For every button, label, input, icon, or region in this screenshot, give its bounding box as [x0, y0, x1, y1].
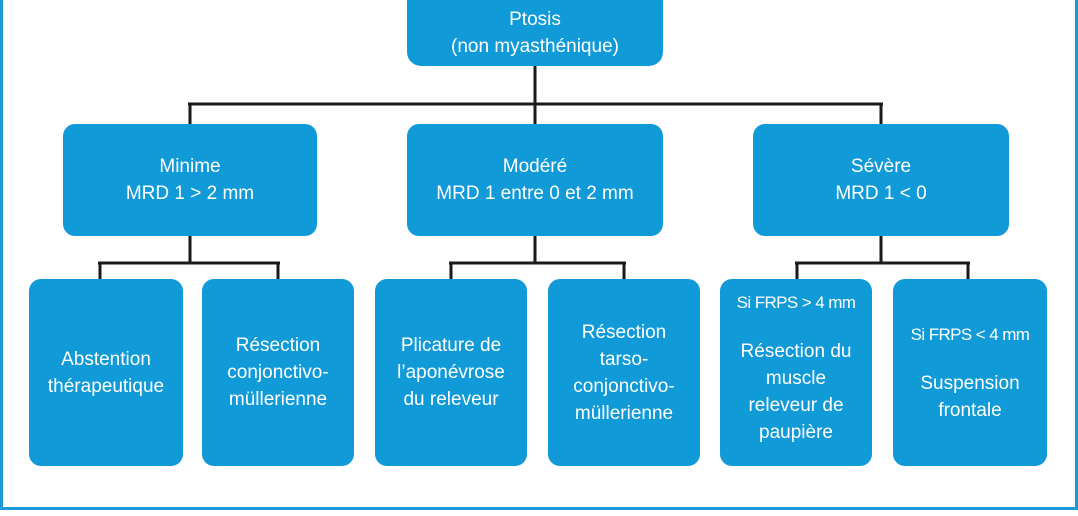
leaf-plicature-line: l’aponévrose — [397, 362, 505, 383]
node-modere: Modéré MRD 1 entre 0 et 2 mm — [407, 124, 663, 236]
leaf-resection-tcm-line: Résection — [581, 321, 667, 343]
leaf-abstention: Abstention thérapeutique — [29, 279, 183, 466]
leaf-resection-cm-line: müllerienne — [228, 389, 328, 410]
leaf-suspension-line: frontale — [938, 400, 1002, 421]
leaf-suspension-frontale: Si FRPS < 4 mm Suspension frontale — [893, 279, 1047, 466]
leaf-suspension-condition: Si FRPS < 4 mm — [910, 325, 1030, 344]
leaf-releveur-line: Résection du — [740, 341, 852, 362]
node-severe-criterion: MRD 1 < 0 — [835, 183, 927, 204]
leaf-abstention-line: Abstention — [61, 348, 151, 370]
leaf-resection-conjonctivo-mullerienne: Résection conjonctivo- müllerienne — [202, 279, 354, 466]
leaf-plicature-line: Plicature de — [400, 335, 502, 356]
node-minime-label: Minime — [159, 156, 221, 177]
leaf-releveur-line: paupière — [759, 422, 833, 443]
node-minime-criterion: MRD 1 > 2 mm — [125, 183, 255, 204]
leaf-suspension-line: Suspension — [920, 373, 1020, 394]
leaf-resection-releveur: Si FRPS > 4 mm Résection du muscle relev… — [720, 279, 872, 466]
leaf-resection-tarso-conjonctivo-mullerienne: Résection tarso- conjonctivo- müllerienn… — [548, 279, 700, 466]
node-severe: Sévère MRD 1 < 0 — [753, 124, 1009, 236]
node-minime: Minime MRD 1 > 2 mm — [63, 124, 317, 236]
node-severe-label: Sévère — [850, 156, 912, 177]
root-title: Ptosis — [509, 9, 561, 30]
node-modere-label: Modéré — [502, 156, 568, 177]
leaf-plicature: Plicature de l’aponévrose du releveur — [375, 279, 527, 466]
leaf-releveur-line: muscle — [765, 368, 827, 389]
leaf-releveur-line: releveur de — [748, 395, 844, 416]
leaf-plicature-line: du releveur — [403, 389, 499, 410]
leaf-resection-tcm-line: müllerienne — [574, 402, 674, 424]
leaf-releveur-condition: Si FRPS > 4 mm — [736, 293, 856, 312]
leaf-resection-cm-line: Résection — [235, 335, 321, 356]
root-subtitle: (non myasthénique) — [451, 36, 619, 57]
root-node: Ptosis (non myasthénique) — [407, 0, 663, 66]
leaf-resection-cm-line: conjonctivo- — [227, 362, 329, 383]
leaf-resection-tcm-line: conjonctivo- — [573, 375, 675, 397]
leaf-resection-tcm-line: tarso- — [599, 348, 649, 370]
leaf-abstention-line: thérapeutique — [47, 375, 165, 397]
node-modere-criterion: MRD 1 entre 0 et 2 mm — [436, 183, 634, 204]
